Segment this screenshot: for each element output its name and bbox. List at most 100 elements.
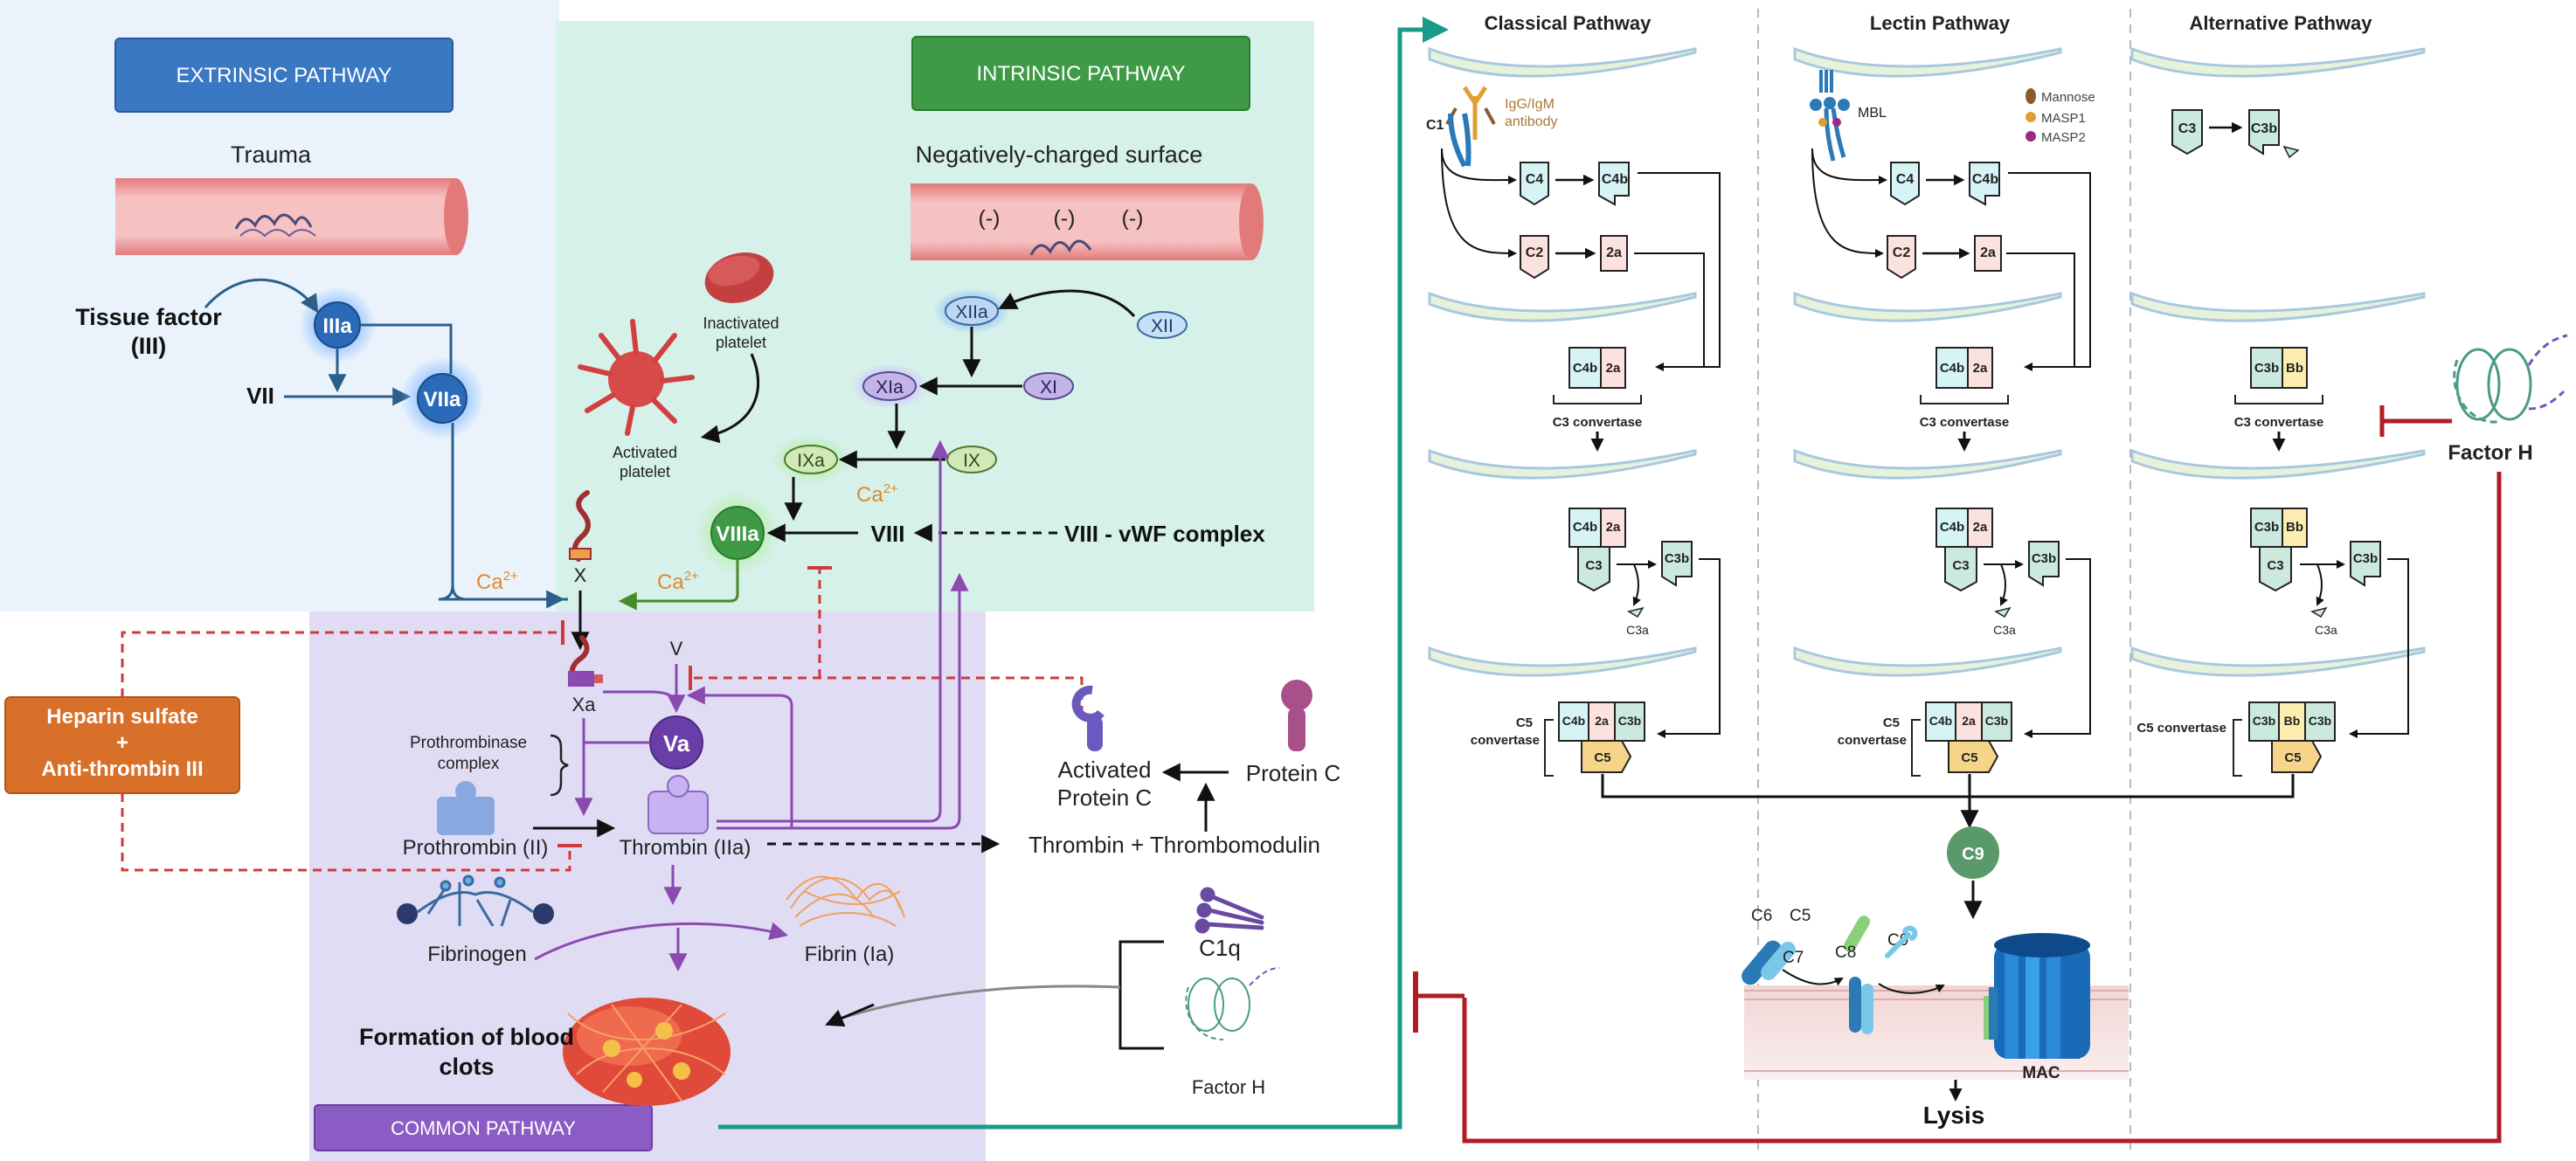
lr3-c3a: C3a xyxy=(1993,623,2016,637)
lr3-c4b: C4b xyxy=(1940,520,1964,535)
alternative-pathway-title: Alternative Pathway xyxy=(2189,12,2372,34)
cr3-2a: 2a xyxy=(1606,520,1621,535)
prothrombin-label: Prothrombin (II) xyxy=(403,836,549,860)
cell-membranes xyxy=(1428,46,2426,677)
cc3-2a: 2a xyxy=(1606,361,1621,376)
factor-viia-node xyxy=(417,373,467,424)
factor-xi-label: XI xyxy=(1040,377,1057,397)
c9-label: C9 xyxy=(1887,931,1908,950)
lectin-legend: Mannose MASP1 MASP2 xyxy=(2025,88,2095,145)
cr3-c3: C3 xyxy=(1585,558,1602,573)
ac5-bb: Bb xyxy=(2284,714,2301,728)
factor-x-icon xyxy=(569,490,592,562)
heparin-label-3: Anti-thrombin III xyxy=(41,757,203,781)
mac-label: MAC xyxy=(2022,1064,2060,1082)
blood-vessel-trauma xyxy=(115,178,468,255)
fibrin-icon xyxy=(786,875,905,927)
alt-c3-convertase: C3b Bb C3 convertase xyxy=(2234,347,2324,430)
blood-clot-icon xyxy=(563,998,731,1106)
classical-c2: C2 xyxy=(1520,235,1549,280)
prothrombin-icon xyxy=(437,781,495,835)
fibrin-label: Fibrin (Ia) xyxy=(805,943,895,966)
alt-c5-convertase: C3b Bb C3b C5 C5 convertase xyxy=(2136,701,2336,777)
extrinsic-pathway-text: EXTRINSIC PATHWAY xyxy=(176,64,391,87)
intrinsic-pathway-text: INTRINSIC PATHWAY xyxy=(976,62,1185,86)
legend-masp1: MASP1 xyxy=(2041,111,2086,126)
factor-xi-node xyxy=(1023,372,1074,400)
ac3-bb: Bb xyxy=(2286,361,2303,376)
lr3-c3: C3 xyxy=(1952,558,1969,573)
clot-label: Formation of blood xyxy=(359,1024,574,1050)
extrinsic-pathway-label: EXTRINSIC PATHWAY xyxy=(114,38,454,113)
igg-label-2: antibody xyxy=(1505,114,1558,129)
activated-protein-c-label-2: Protein C xyxy=(1057,784,1152,811)
c1q-label: C1q xyxy=(1199,935,1241,961)
cc3-c4b: C4b xyxy=(1573,361,1597,376)
lc3-2a: 2a xyxy=(1973,361,1988,376)
activated-protein-c-icon xyxy=(1071,685,1104,751)
prothrombinase-label: Prothrombinase xyxy=(410,734,527,752)
factor-vii-label: VII xyxy=(246,383,274,409)
mbl-icon xyxy=(1810,70,1850,162)
ac5-c3b: C3b xyxy=(2253,714,2275,728)
lc5-label-2: convertase xyxy=(1838,733,1907,748)
lectin-c5-convertase: C4b 2a C3b C5 C5 convertase xyxy=(1838,701,2012,777)
vwf-complex-label: VIII - vWF complex xyxy=(1064,521,1265,547)
calcium-intrinsic: Ca2+ xyxy=(856,481,898,507)
inactivated-platelet-label-2: platelet xyxy=(716,334,766,351)
ac5-c3b-2: C3b xyxy=(2309,714,2331,728)
factor-va-label: Va xyxy=(663,730,690,757)
blood-vessel-negative xyxy=(911,183,1264,260)
ac5-c5: C5 xyxy=(2284,750,2301,765)
cc5-c4b: C4b xyxy=(1562,714,1585,728)
lectin-c4b-label: C4b xyxy=(1972,172,1998,187)
c8-label: C8 xyxy=(1835,943,1856,962)
factor-v-label: V xyxy=(670,638,683,660)
classical-c4b-label: C4b xyxy=(1602,172,1628,187)
factor-ix-label: IX xyxy=(963,451,980,471)
c6-c7-icon xyxy=(1742,940,1796,985)
activated-platelet-label: Activated xyxy=(613,444,677,461)
cc3-label: C3 convertase xyxy=(1553,415,1643,430)
lc3-c4b: C4b xyxy=(1940,361,1964,376)
lectin-2a-label: 2a xyxy=(1980,245,1996,260)
ar3-c3b: C3b xyxy=(2254,520,2279,535)
cc5-c5: C5 xyxy=(1594,750,1610,765)
lectin-c4: C4 xyxy=(1890,162,1920,206)
ac3-c3b: C3b xyxy=(2254,361,2279,376)
heparin-plus: + xyxy=(116,731,128,755)
factor-viia-label: VIIa xyxy=(424,388,461,411)
lc5-c5: C5 xyxy=(1961,750,1977,765)
factor-xia-label: XIa xyxy=(876,377,904,397)
factor-viii-label: VIII xyxy=(870,521,904,547)
fibrinogen-label: Fibrinogen xyxy=(427,943,526,966)
lectin-pathway-title: Lectin Pathway xyxy=(1870,12,2011,34)
alt-c3b: C3b xyxy=(2248,109,2280,155)
factor-h-icon xyxy=(2453,334,2568,424)
alt-c3b-label: C3b xyxy=(2251,121,2277,136)
heparin-label: Heparin sulfate xyxy=(46,705,197,729)
calcium-common: Ca2+ xyxy=(657,569,699,594)
classical-2a: 2a xyxy=(1600,235,1628,272)
common-pathway-label: COMMON PATHWAY xyxy=(314,1104,653,1151)
classical-c4: C4 xyxy=(1520,162,1549,206)
activated-platelet-label-2: platelet xyxy=(620,463,670,480)
classical-c2-label: C2 xyxy=(1526,245,1544,260)
factor-xa-icon xyxy=(568,635,603,687)
activated-platelet-icon xyxy=(578,319,695,436)
ar3-c3b-2: C3b xyxy=(2353,551,2378,566)
protein-c-icon xyxy=(1281,680,1312,751)
lc5-label: C5 xyxy=(1883,715,1900,730)
c7-label: C7 xyxy=(1783,949,1804,967)
trauma-label: Trauma xyxy=(231,142,312,168)
ac3-label: C3 convertase xyxy=(2234,415,2324,430)
cr3-c3a: C3a xyxy=(1626,623,1649,637)
tissue-factor-label: Tissue factor xyxy=(75,304,222,330)
factor-h-small-label: Factor H xyxy=(1192,1076,1265,1098)
factor-ix-node xyxy=(946,446,997,473)
c1-label: C1 xyxy=(1426,118,1444,133)
lr3-c3b: C3b xyxy=(2032,551,2056,566)
classical-pathway-title: Classical Pathway xyxy=(1485,12,1652,34)
classical-c3-convertase: C4b 2a C3 convertase xyxy=(1553,347,1643,430)
